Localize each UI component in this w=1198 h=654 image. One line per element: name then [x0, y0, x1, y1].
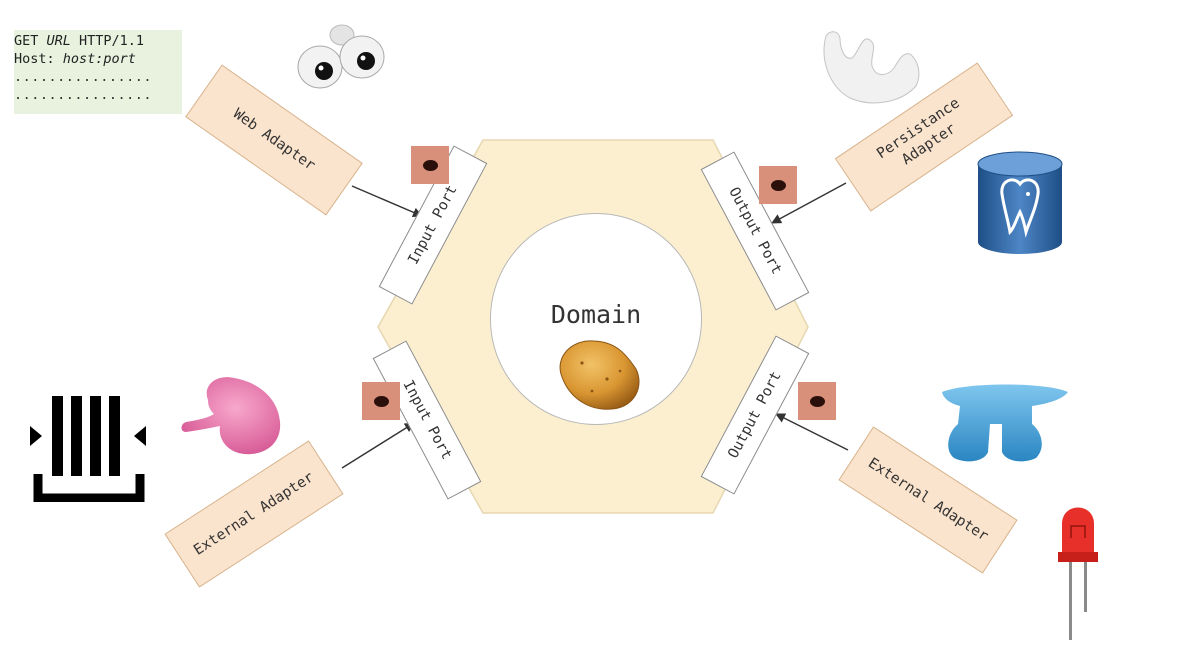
- feet-plug-icon: [942, 384, 1068, 462]
- http-host-value: host:port: [62, 51, 136, 67]
- http-host-key: Host:: [14, 51, 63, 67]
- http-url: URL: [46, 33, 71, 49]
- socket-icon-bottom-left: [362, 382, 400, 420]
- http-dots-2: ................: [14, 87, 153, 103]
- database-icon: [977, 151, 1063, 254]
- socket-icon-top-left: [411, 146, 449, 184]
- socket-icon-top-right: [759, 166, 797, 204]
- barcode-scanner-icon: [30, 396, 146, 502]
- http-dots-1: ................: [14, 69, 153, 85]
- stencil-plug-icon: [823, 31, 920, 104]
- socket-icon-bottom-right: [798, 382, 836, 420]
- http-version: HTTP/1.1: [70, 33, 145, 49]
- http-request-snippet: GET URL HTTP/1.1 Host: host:port .......…: [14, 30, 182, 114]
- potato-icon: [559, 340, 640, 410]
- led-icon: [1058, 507, 1098, 640]
- eyes-plug-icon: [297, 24, 385, 89]
- domain-label: Domain: [550, 300, 642, 329]
- http-method: GET: [14, 33, 47, 49]
- ear-plug-icon: [181, 377, 281, 455]
